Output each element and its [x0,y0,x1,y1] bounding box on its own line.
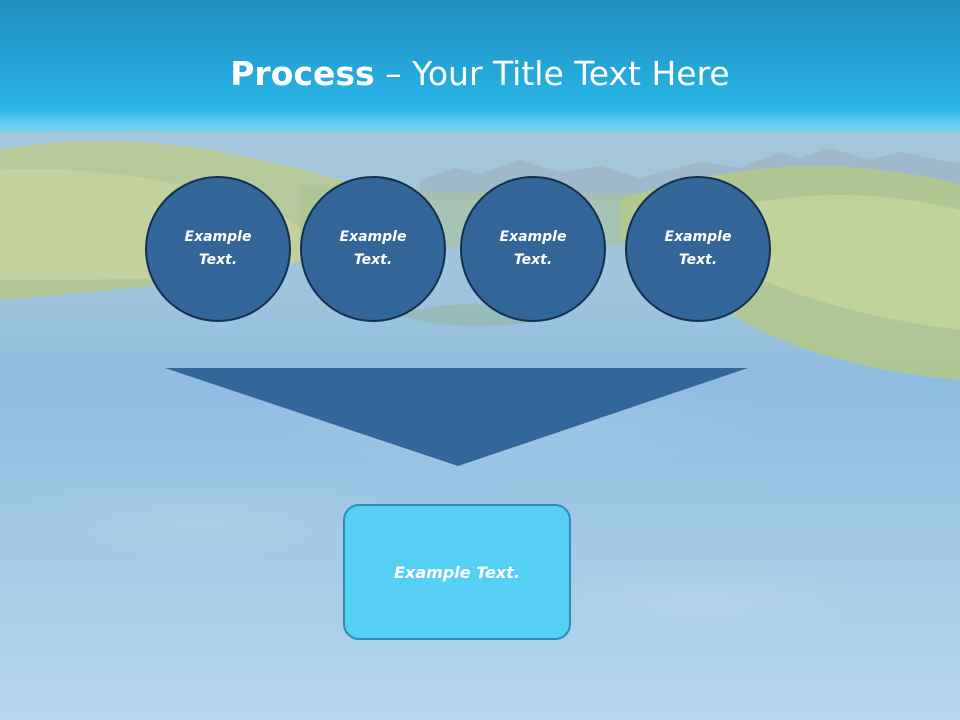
process-step-3-circle[interactable]: Example Text. [460,176,606,322]
result-text: Example Text. [394,562,520,582]
result-box[interactable]: Example Text. [343,504,571,640]
title-strong: Process [230,54,375,93]
process-step-1-text: Example Text. [184,229,252,268]
funnel-triangle [165,368,748,466]
process-step-4-circle[interactable]: Example Text. [625,176,771,322]
title-bar [0,0,960,132]
process-step-4-text: Example Text. [664,229,732,268]
process-step-1-circle[interactable]: Example Text. [145,176,291,322]
process-step-2-text: Example Text. [339,229,407,268]
title-rest: – Your Title Text Here [374,54,730,93]
process-step-3-text: Example Text. [499,229,567,268]
slide-title: Process – Your Title Text Here [0,52,960,96]
funnel-arrow [165,368,748,466]
process-step-2-circle[interactable]: Example Text. [300,176,446,322]
